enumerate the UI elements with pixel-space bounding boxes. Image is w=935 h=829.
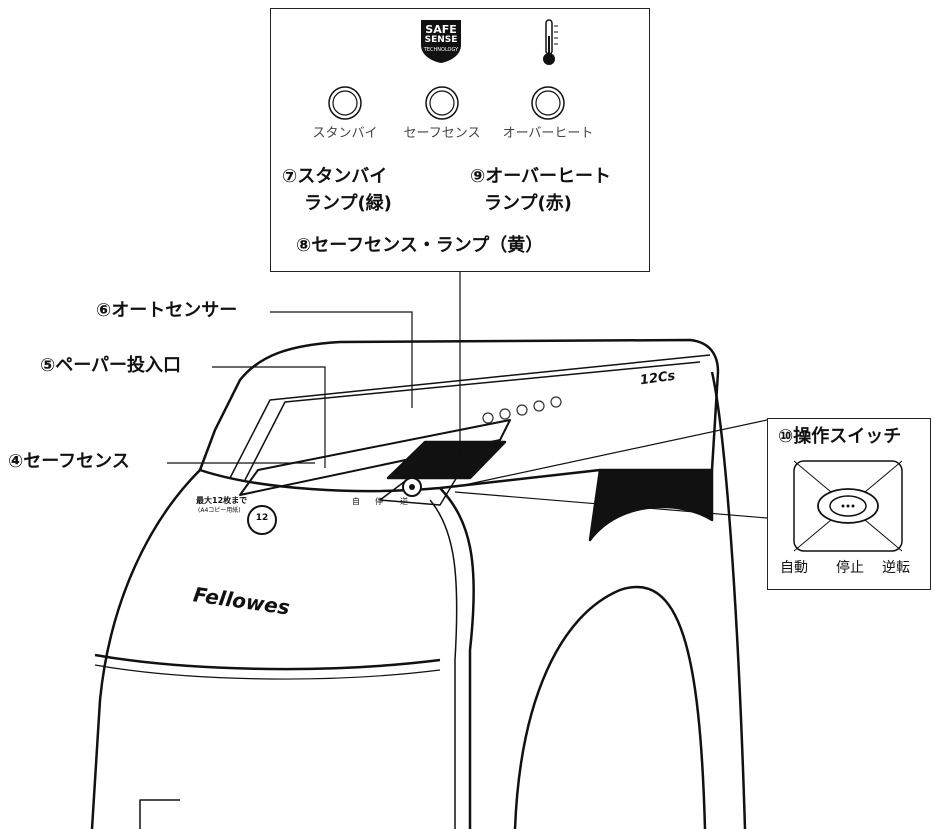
leader-lines — [167, 145, 768, 519]
capacity-text-line1: 最大12枚まで — [196, 496, 248, 505]
safe-logo-line1: SAFE — [425, 23, 457, 36]
switch-label-reverse: 逆転 — [882, 560, 910, 576]
lamp-label-overheat: オーバーヒート — [502, 126, 594, 141]
switch-dial-icon — [793, 460, 903, 552]
callout-safe-sense: ④セーフセンス — [8, 451, 130, 472]
callout-overheat-line2: ランプ(赤) — [484, 193, 572, 214]
lamp-panel — [270, 8, 650, 272]
capacity-badge-icon — [247, 505, 277, 535]
callout-overheat-line1: ⑨オーバーヒート — [470, 166, 612, 187]
switch-panel-title: ⑩操作スイッチ — [778, 426, 902, 447]
callout-standby-line2: ランプ(緑) — [304, 193, 392, 214]
shredder-body — [90, 338, 747, 829]
console-label-stop: 停 — [375, 497, 383, 506]
top-indicator-row — [482, 396, 562, 424]
capacity-badge-number: 12 — [255, 513, 269, 523]
switch-label-stop: 停止 — [836, 560, 864, 576]
overheat-lamp-icon — [531, 86, 565, 120]
console-label-auto: 自 — [352, 497, 360, 506]
callout-auto-sensor: ⑥オートセンサー — [96, 300, 238, 321]
standby-lamp-icon — [328, 86, 362, 120]
callout-standby-line1: ⑦スタンバイ — [282, 166, 388, 187]
safe-sense-logo-icon — [421, 20, 461, 63]
switch-label-auto: 自動 — [780, 560, 808, 576]
safe-logo-line3: TECHNOLOGY — [423, 47, 459, 53]
thermometer-icon — [543, 19, 558, 65]
capacity-text-line2: (A4コピー用紙) — [198, 507, 241, 514]
callout-paper-slot: ⑤ペーパー投入口 — [40, 355, 182, 376]
lamp-label-safesense: セーフセンス — [403, 126, 481, 141]
safe-logo-line2: SENSE — [424, 35, 458, 45]
safe-sense-lamp-icon — [425, 86, 459, 120]
callout-safesense-lamp: ⑧セーフセンス・ランプ（黄） — [296, 235, 544, 256]
console-label-reverse: 逆 — [400, 497, 408, 506]
lamp-label-standby: スタンバイ — [312, 126, 378, 141]
